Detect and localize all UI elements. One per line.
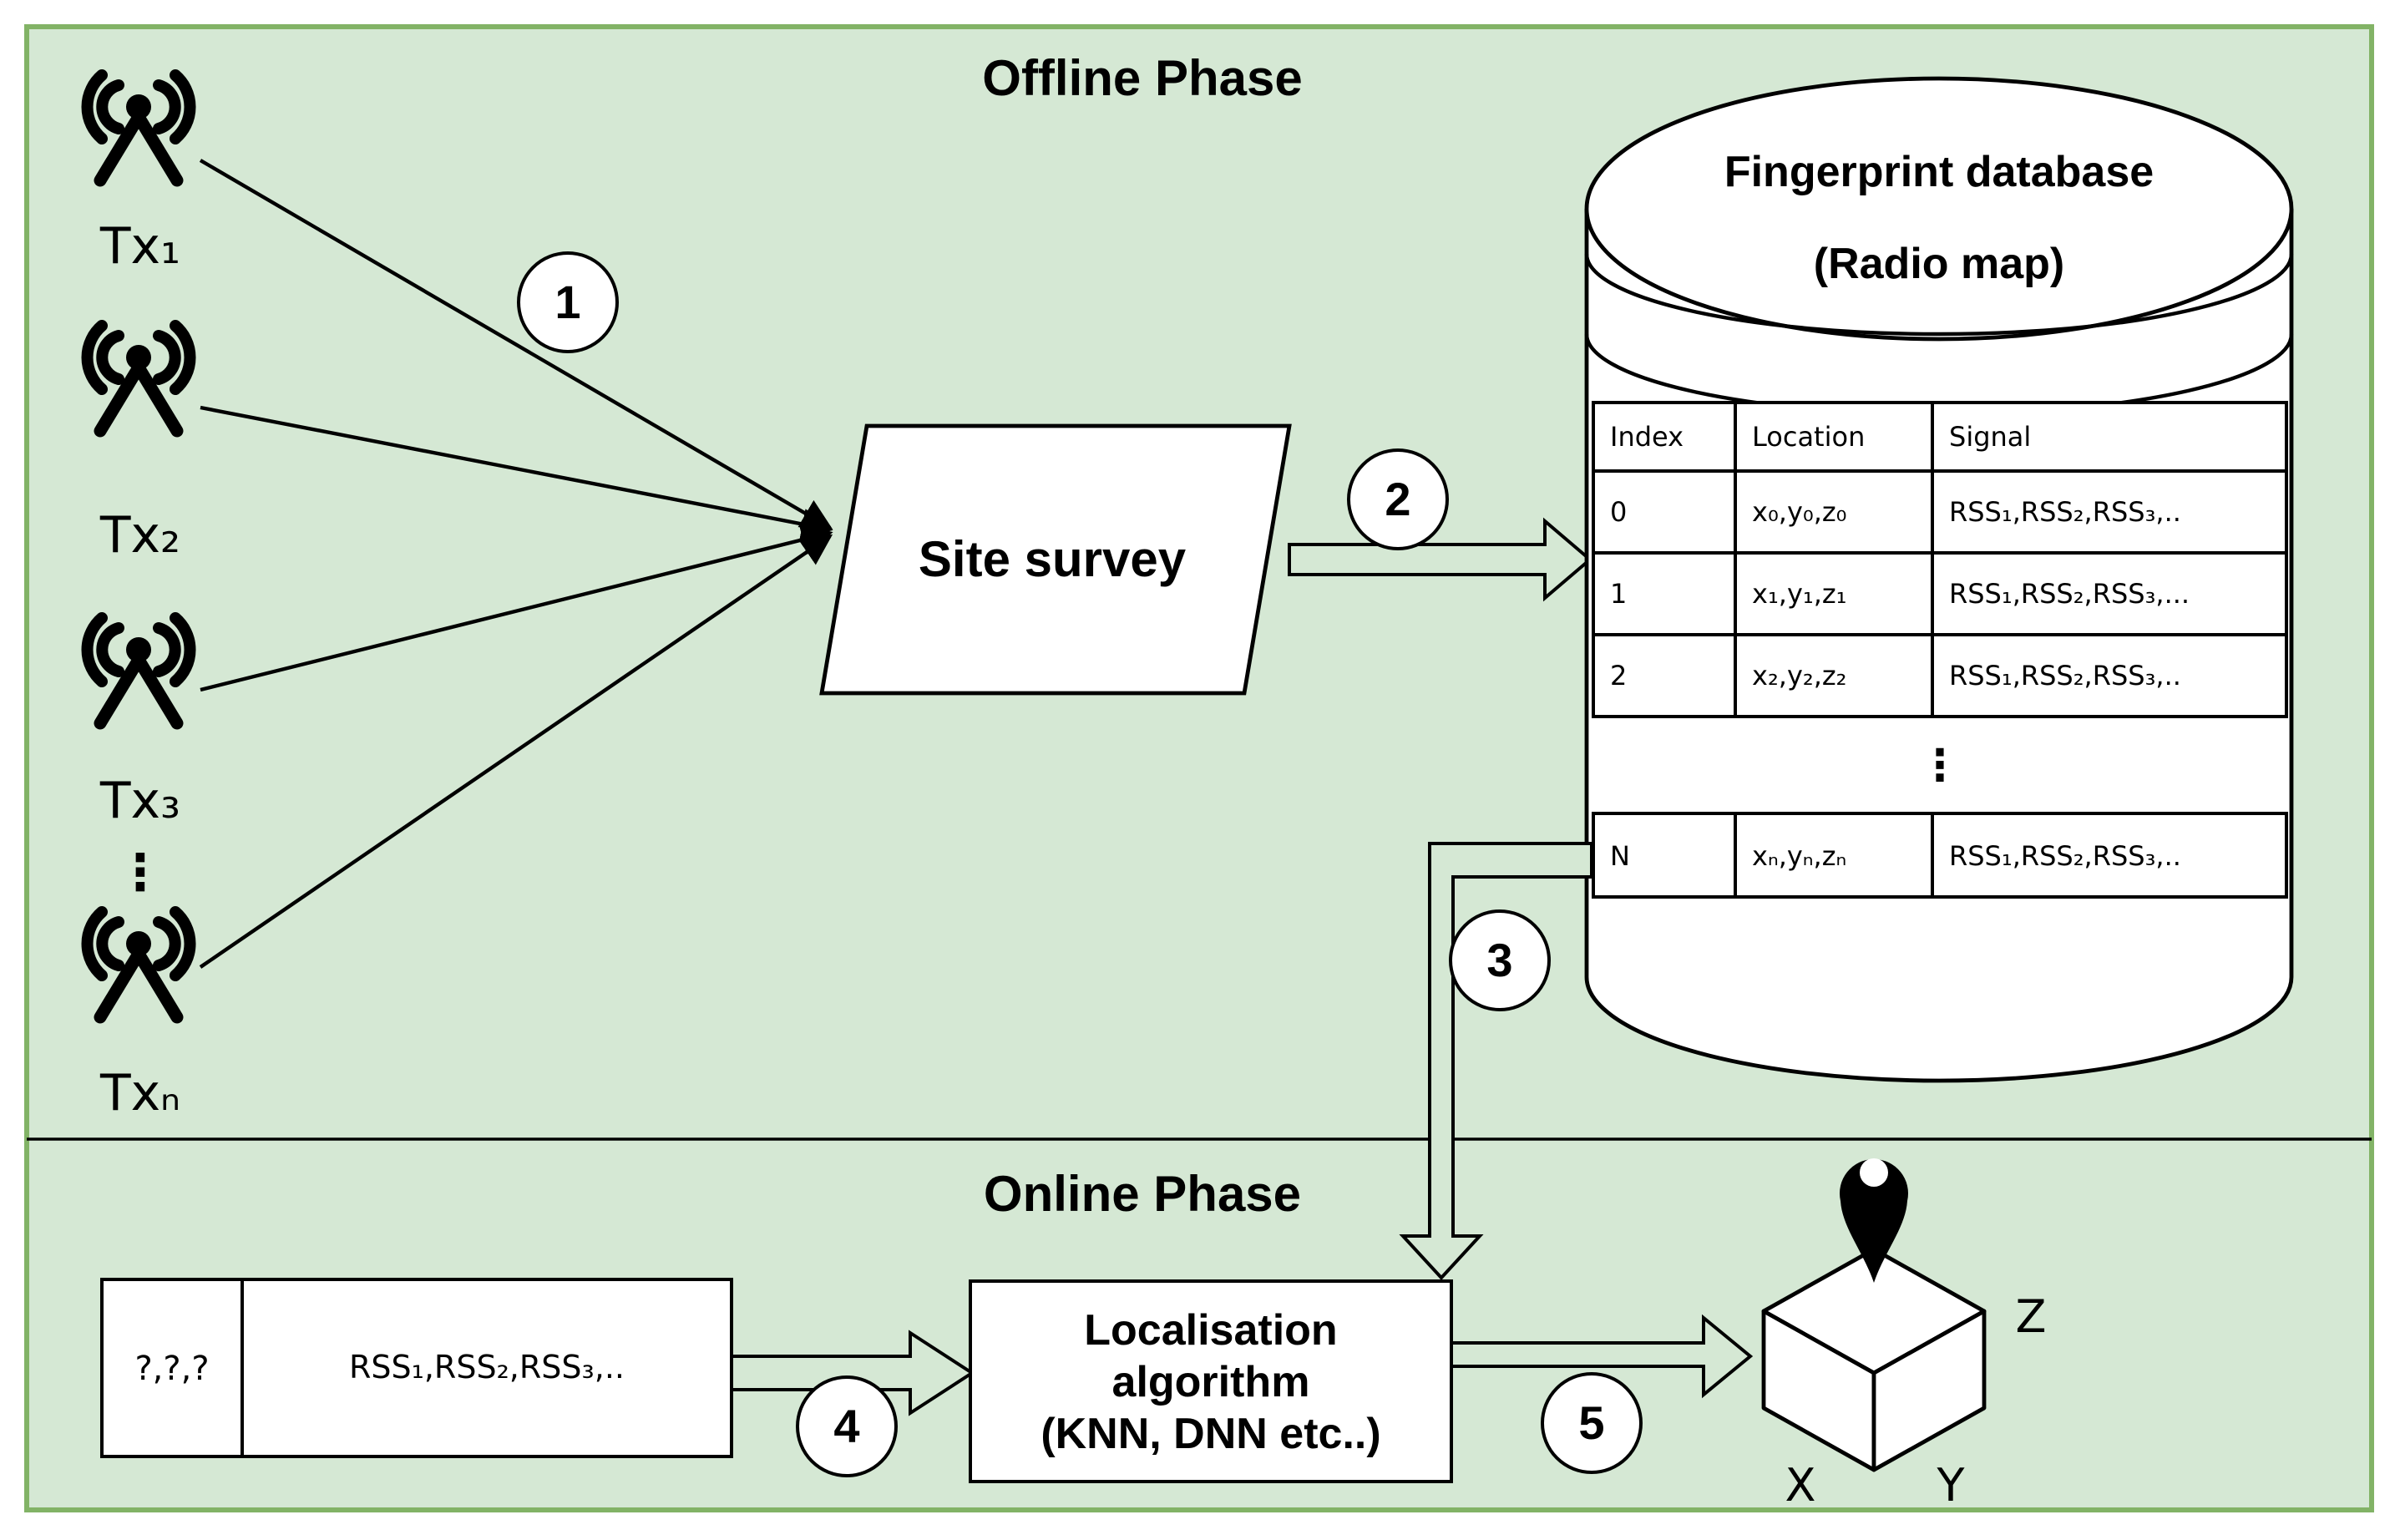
table-row-cell: 0 [1595, 473, 1737, 555]
transmitter-ellipsis: ⋮ [115, 844, 165, 903]
antenna-icon-tx2 [81, 320, 196, 438]
axis-x-label: X [1785, 1461, 1816, 1512]
database-title-line1: Fingerprint database [1724, 146, 2154, 196]
flow-line-tx3 [200, 524, 833, 692]
tx2-label: Tx₂ [99, 507, 181, 565]
online-phase-title: Online Phase [983, 1168, 1302, 1223]
algorithm-label-line3: (KNN, DNN etc..) [1041, 1407, 1381, 1457]
cube-right-face [1871, 1309, 1987, 1472]
step-badge-2: 2 [1347, 448, 1449, 550]
table-row-cell: xₙ,yₙ,zₙ [1737, 815, 1934, 895]
axis-y-label: Y [1937, 1461, 1965, 1512]
table-row-cell: RSS₁,RSS₂,RSS₃,.. [1934, 815, 2285, 895]
step-badge-3: 3 [1449, 909, 1551, 1011]
antenna-icons [81, 69, 196, 1024]
site-survey-shape [819, 423, 1292, 696]
site-survey-label: Site survey [918, 533, 1187, 588]
table-row-cell: RSS₁,RSS₂,RSS₃,.. [1934, 473, 2285, 555]
localisation-algorithm-box: Localisation algorithm (KNN, DNN etc..) [969, 1279, 1453, 1483]
table-row-cell: RSS₁,RSS₂,RSS₃,.. [1934, 636, 2285, 715]
antenna-icon-tx3 [81, 612, 196, 730]
table-row-cell: x₁,y₁,z₁ [1737, 555, 1934, 636]
txn-label: Txₙ [99, 1065, 181, 1123]
flow-line-txn [199, 534, 833, 969]
position-cube [1761, 1247, 1987, 1472]
algorithm-label-line1: Localisation [1084, 1304, 1338, 1354]
table-row-cell: 1 [1595, 555, 1737, 636]
step-badge-4: 4 [796, 1375, 898, 1477]
flow-line-tx1 [199, 159, 833, 529]
fingerprint-table-header-signal: Signal [1934, 404, 2285, 473]
arrow-4-query-to-algorithm [725, 1330, 975, 1416]
offline-phase-title: Offline Phase [982, 52, 1303, 107]
fingerprint-table-header-index: Index [1595, 404, 1737, 473]
fingerprint-table: Index Location Signal 0 x₀,y₀,z₀ RSS₁,RS… [1592, 401, 2288, 718]
table-row-cell: RSS₁,RSS₂,RSS₃,... [1934, 555, 2285, 636]
arrow-5-algorithm-to-position [1445, 1314, 1754, 1399]
query-fingerprint-box: ?,?,? RSS₁,RSS₂,RSS₃,.. [100, 1278, 733, 1458]
algorithm-label-line2: algorithm [1111, 1355, 1310, 1406]
step-badge-5: 5 [1541, 1372, 1643, 1474]
table-row-cell: x₀,y₀,z₀ [1737, 473, 1934, 555]
table-row-cell: 2 [1595, 636, 1737, 715]
flow-line-tx2 [200, 405, 833, 540]
cylinder-top [1584, 76, 2294, 342]
table-row-cell: x₂,y₂,z₂ [1737, 636, 1934, 715]
database-title-line2: (Radio map) [1813, 238, 2065, 288]
fingerprint-table-header-location: Location [1737, 404, 1934, 473]
step-badge-1: 1 [517, 251, 619, 353]
arrow-2-survey-to-database [1288, 517, 1593, 602]
fingerprint-table-ellipsis: ⋮ [1592, 722, 2288, 812]
query-signal-cell: RSS₁,RSS₂,RSS₃,.. [348, 1350, 625, 1386]
cylinder-disk-line-1 [1584, 253, 2294, 337]
axis-z-label: Z [2015, 1292, 2047, 1344]
table-row-cell: N [1595, 815, 1737, 895]
tx3-label: Tx₃ [99, 773, 181, 831]
fingerprint-table-last-row: N xₙ,yₙ,zₙ RSS₁,RSS₂,RSS₃,.. [1592, 812, 2288, 899]
antenna-icon-txn [81, 906, 196, 1024]
query-location-cell: ?,?,? [104, 1281, 244, 1455]
tx1-label: Tx₁ [99, 218, 181, 276]
measurement-lines [199, 159, 833, 969]
location-pin-icon [1840, 1158, 1909, 1283]
antenna-icon-tx1 [81, 69, 196, 187]
